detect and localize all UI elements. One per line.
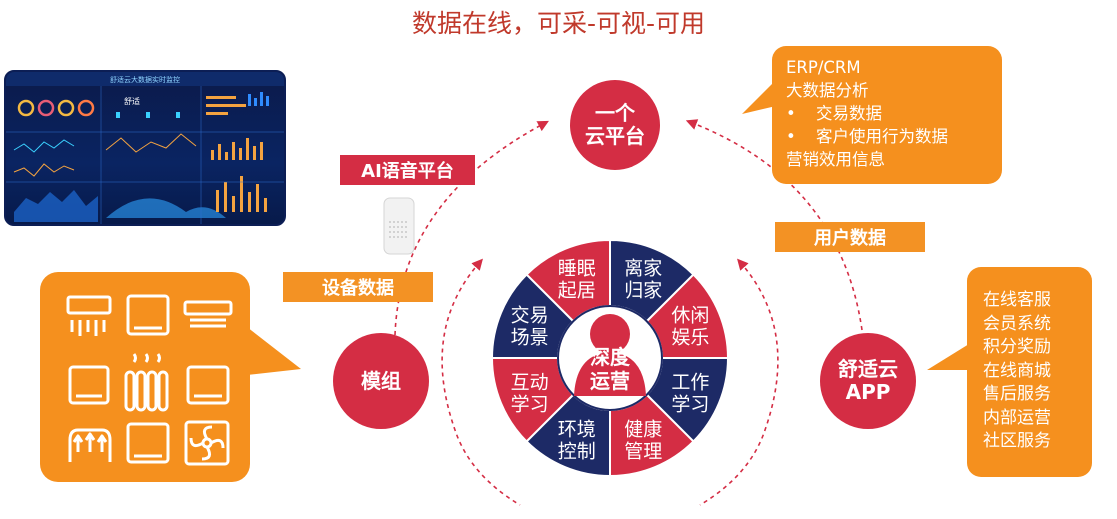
wheel-segment-label: 健康 — [624, 418, 662, 440]
wheel-segment-label: 离家 — [624, 258, 662, 280]
floor-heating-icon — [68, 428, 112, 462]
erp-bullet-2: • 客户使用行为数据 — [786, 125, 1002, 148]
fan-coil-icon — [183, 300, 233, 328]
app-node-line2: APP — [845, 380, 891, 404]
app-to-cloud-arc — [685, 119, 863, 331]
ac-unit-icon — [66, 295, 112, 336]
wheel-segment-label: 娱乐 — [671, 327, 709, 349]
display-panel-icon — [186, 365, 230, 405]
person-icon — [574, 314, 646, 396]
oven-icon — [126, 294, 170, 336]
wheel-outer-ring-right — [699, 258, 779, 506]
app-node: 舒适云 APP — [820, 333, 916, 429]
wheel-segment-label: 互动 — [511, 371, 549, 393]
radiator-icon — [124, 353, 169, 412]
device-icons-grid — [66, 294, 233, 466]
bullet-dot: • — [786, 104, 796, 123]
service-line-4: 在线商城 — [983, 360, 1051, 381]
erp-line-4: 客户使用行为数据 — [816, 127, 948, 146]
module-node-label: 模组 — [361, 368, 401, 393]
device-data-banner: 设备数据 — [283, 272, 433, 302]
center-line1: 深度 — [590, 345, 631, 369]
wheel-segment-label: 场景 — [511, 327, 549, 349]
device-bubble — [40, 272, 250, 482]
dashboard-header: 舒适云大数据实时监控 — [110, 75, 180, 84]
wheel-segment-label: 学习 — [511, 393, 549, 415]
cloud-platform-node: 一个 云平台 — [570, 80, 660, 170]
tv-panel-icon — [68, 365, 110, 405]
erp-bubble-tail — [742, 82, 776, 114]
app-node-line1: 舒适云 — [838, 357, 898, 381]
wheel-segment-label: 控制 — [558, 440, 596, 462]
service-line-2: 会员系统 — [983, 313, 1051, 334]
erp-line-5: 营销效用信息 — [786, 150, 885, 169]
ai-voice-banner: AI语音平台 — [340, 155, 475, 185]
erp-bubble: ERP/CRM 大数据分析 • 交易数据 • 客户使用行为数据 营销效用信息 — [772, 46, 1002, 184]
user-data-banner: 用户数据 — [775, 222, 925, 252]
module-node: 模组 — [333, 333, 429, 429]
service-line-1: 在线客服 — [983, 290, 1051, 310]
cloud-node-line1: 一个 — [595, 101, 635, 125]
wheel-segment-label: 环境 — [558, 418, 596, 440]
erp-line-1: ERP/CRM — [786, 58, 861, 77]
wheel-outer-ring-left — [441, 258, 521, 506]
wheel-segment-label: 交易 — [511, 305, 549, 327]
wheel-segment-label: 睡眠 — [558, 258, 596, 280]
wheel-segment-label: 工作 — [671, 371, 709, 393]
device-bubble-tail — [247, 327, 301, 375]
erp-bullet-1: • 交易数据 — [786, 102, 1002, 125]
center-line2: 运营 — [590, 369, 630, 393]
erp-line-2: 大数据分析 — [786, 81, 869, 100]
thermostat-icon — [126, 422, 170, 464]
smart-speaker-icon — [381, 196, 417, 256]
dashboard-screen-image: 舒适云大数据实时监控 舒适 — [4, 70, 286, 226]
wheel-segment-label: 归家 — [624, 280, 662, 302]
dashboard-graphic: 舒适云大数据实时监控 舒适 — [6, 72, 284, 224]
wheel-segment-label: 休闲 — [671, 305, 709, 327]
bullet-dot: • — [786, 127, 796, 146]
page-title: 数据在线，可采-可视-可用 — [411, 9, 706, 38]
service-line-6: 内部运营 — [983, 407, 1051, 428]
cloud-node-line2: 云平台 — [585, 124, 645, 148]
wheel-segment-label: 管理 — [624, 440, 662, 462]
service-bubble: 在线客服 会员系统 积分奖励 在线商城 售后服务 内部运营 社区服务 — [967, 267, 1092, 477]
ventilation-fan-icon — [184, 420, 230, 466]
dashboard-brand: 舒适 — [124, 96, 140, 106]
service-line-3: 积分奖励 — [983, 337, 1051, 357]
service-bubble-tail — [927, 344, 971, 370]
service-line-5: 售后服务 — [983, 384, 1051, 404]
wheel-segment-label: 起居 — [558, 280, 596, 302]
service-line-7: 社区服务 — [983, 431, 1051, 451]
wheel-segment-label: 学习 — [671, 393, 709, 415]
erp-line-3: 交易数据 — [816, 104, 882, 123]
